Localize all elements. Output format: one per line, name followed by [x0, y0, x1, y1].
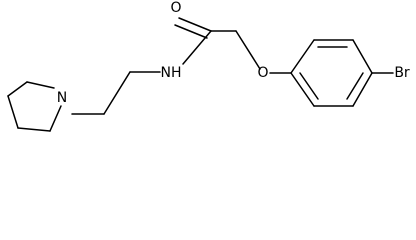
benzene-inner-bond-2 [346, 72, 364, 100]
chemical-structure-diagram: O NH N O Br [7, 0, 410, 132]
ch2-o-bond [235, 30, 261, 70]
benzene-bond-4 [352, 72, 373, 107]
nitrogen-amide-label: NH [161, 65, 182, 81]
nh-carbonyl-bond [182, 30, 212, 65]
nitrogen-ring-label: N [57, 90, 67, 106]
carbonyl-double-bond-2 [174, 24, 208, 39]
ring-bond-3 [49, 105, 62, 132]
ring-bond-4 [17, 127, 51, 132]
ring-bond-2 [26, 81, 55, 89]
carbonyl-double-bond-1 [178, 17, 212, 32]
ring-bond-1 [7, 81, 28, 97]
benzene-bond-3 [352, 39, 373, 74]
benzene-bond-6 [290, 72, 315, 107]
benzene-bond-1 [290, 39, 315, 74]
molecule-svg: O NH N O Br [7, 0, 410, 132]
bromine-label: Br [394, 65, 410, 81]
oxygen-ether-label: O [257, 65, 268, 81]
oxygen-carbonyl-label: O [170, 0, 181, 16]
ethyl-bond-1 [103, 71, 131, 115]
ring-bond-5 [7, 95, 19, 129]
benzene-inner-bond-3 [299, 72, 319, 100]
